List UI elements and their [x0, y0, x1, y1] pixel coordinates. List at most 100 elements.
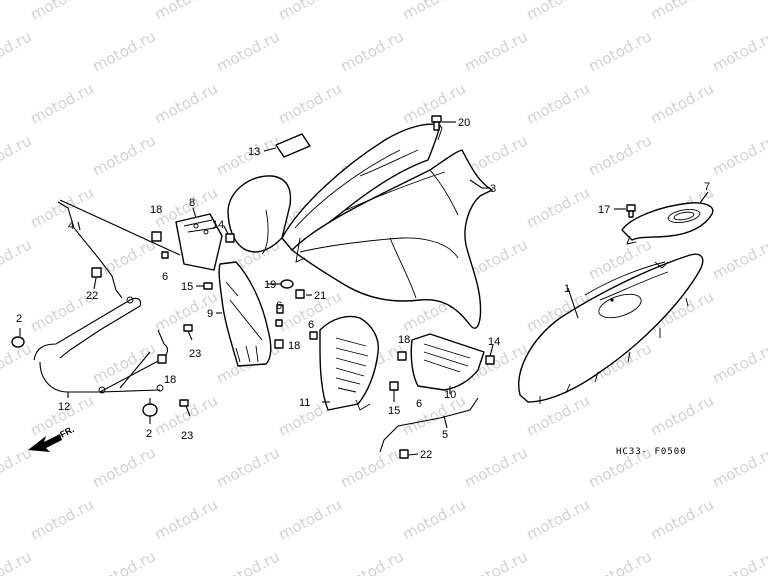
callout-13: 13 — [248, 146, 260, 158]
callout-12: 12 — [58, 401, 70, 413]
bolt-6c — [275, 319, 283, 327]
callout-20: 20 — [458, 117, 470, 129]
diagram-code: HC33- F0500 — [616, 447, 687, 457]
watermark-text: motod.ru — [523, 183, 592, 231]
bolt-21 — [295, 289, 305, 299]
watermark-text: motod.ru — [585, 547, 654, 576]
part-13-decal — [275, 133, 311, 158]
watermark-text: motod.ru — [337, 443, 406, 491]
watermark-text: motod.ru — [0, 235, 35, 283]
callout-4: 4 — [68, 220, 74, 232]
bolt-15a — [203, 282, 213, 290]
bolt-22a — [91, 267, 102, 278]
watermark-text: motod.ru — [0, 443, 35, 491]
watermark-text: motod.ru — [709, 27, 768, 75]
callout-10: 10 — [444, 389, 456, 401]
part-10-mud-plate — [410, 333, 485, 391]
part-3-front-fender — [227, 121, 493, 329]
watermark-text: motod.ru — [89, 27, 158, 75]
watermark-text: motod.ru — [0, 547, 35, 576]
bolt-18a — [151, 231, 162, 242]
callout-18: 18 — [150, 204, 162, 216]
watermark-text: motod.ru — [647, 0, 716, 24]
watermark-text: motod.ru — [709, 443, 768, 491]
callout-9: 9 — [207, 308, 213, 320]
watermark-text: motod.ru — [0, 131, 35, 179]
callouts: 1 2 2 3 4 5 6 6 6 6 7 8 9 10 11 12 13 14… — [16, 117, 710, 461]
callout-2: 2 — [16, 313, 22, 325]
watermark-text: motod.ru — [89, 547, 158, 576]
watermark-text: motod.ru — [337, 27, 406, 75]
callout-11: 11 — [299, 397, 310, 409]
watermark-text: motod.ru — [27, 495, 96, 543]
watermark-text: motod.ru — [275, 495, 344, 543]
part-1-side-cover — [518, 253, 704, 404]
watermark-text: motod.ru — [151, 0, 220, 24]
callout-22: 22 — [86, 290, 98, 302]
callout-15: 15 — [181, 281, 193, 293]
bolt-17 — [626, 204, 636, 218]
watermark-text: motod.ru — [709, 547, 768, 576]
callout-14: 14 — [212, 219, 224, 231]
callout-8: 8 — [189, 197, 195, 209]
callout-23: 23 — [189, 348, 201, 360]
watermark-text: motod.ru — [523, 0, 592, 24]
bolt-18b — [274, 339, 284, 349]
watermark-text: motod.ru — [213, 547, 282, 576]
callout-1: 1 — [564, 283, 570, 295]
bolt-18c — [157, 354, 167, 364]
watermark-text: motod.ru — [709, 235, 768, 283]
leader-lines — [19, 121, 709, 456]
callout-15: 15 — [388, 405, 400, 417]
watermark-text: motod.ru — [647, 495, 716, 543]
part-8-plate — [175, 213, 223, 271]
watermark-text: motod.ru — [399, 391, 468, 439]
watermark-text: motod.ru — [461, 443, 530, 491]
callout-21: 21 — [314, 290, 326, 302]
callout-2: 2 — [146, 428, 152, 440]
watermark-text: motod.ru — [399, 0, 468, 24]
watermark-text: motod.ru — [461, 27, 530, 75]
bolt-22b — [399, 449, 409, 459]
bolt-23a — [183, 324, 193, 341]
watermark-text: motod.ru — [89, 131, 158, 179]
callout-22: 22 — [420, 449, 432, 461]
watermark-text: motod.ru — [647, 391, 716, 439]
callout-6: 6 — [276, 300, 282, 312]
callout-6: 6 — [308, 319, 314, 331]
callout-18: 18 — [164, 374, 176, 386]
bolt-18d — [397, 351, 407, 361]
watermark-text: motod.ru — [27, 79, 96, 127]
watermark-text: motod.ru — [213, 443, 282, 491]
watermark-text: motod.ru — [213, 27, 282, 75]
bolt-23b — [179, 399, 191, 417]
watermark-text: motod.ru — [0, 27, 35, 75]
watermark-text: motod.ru — [647, 79, 716, 127]
bolt-6a — [161, 251, 169, 259]
part-4-stay — [57, 199, 181, 299]
callout-7: 7 — [704, 181, 710, 193]
watermark-text: motod.ru — [275, 0, 344, 24]
callout-17: 17 — [598, 204, 610, 216]
callout-18: 18 — [288, 340, 300, 352]
callout-6: 6 — [162, 271, 168, 283]
part-7-top-cover — [621, 202, 714, 245]
watermark-text: motod.ru — [585, 131, 654, 179]
callout-18: 18 — [398, 334, 410, 346]
bolt-15b — [389, 381, 399, 391]
watermark-text: motod.ru — [89, 339, 158, 387]
watermark-text: motod.ru — [585, 27, 654, 75]
part-5-stay — [379, 397, 479, 453]
callout-23: 23 — [181, 430, 193, 442]
watermark-text: motod.ru — [27, 183, 96, 231]
watermark-text: motod.ru — [461, 547, 530, 576]
callout-3: 3 — [490, 183, 496, 195]
callout-5: 5 — [442, 429, 448, 441]
watermark-text: motod.ru — [337, 547, 406, 576]
watermark-text: motod.ru — [89, 443, 158, 491]
bolt-6d — [309, 331, 318, 340]
part-9-splash-guard — [218, 261, 272, 367]
bolt-20 — [431, 115, 442, 131]
front-label: FR. — [58, 424, 75, 440]
